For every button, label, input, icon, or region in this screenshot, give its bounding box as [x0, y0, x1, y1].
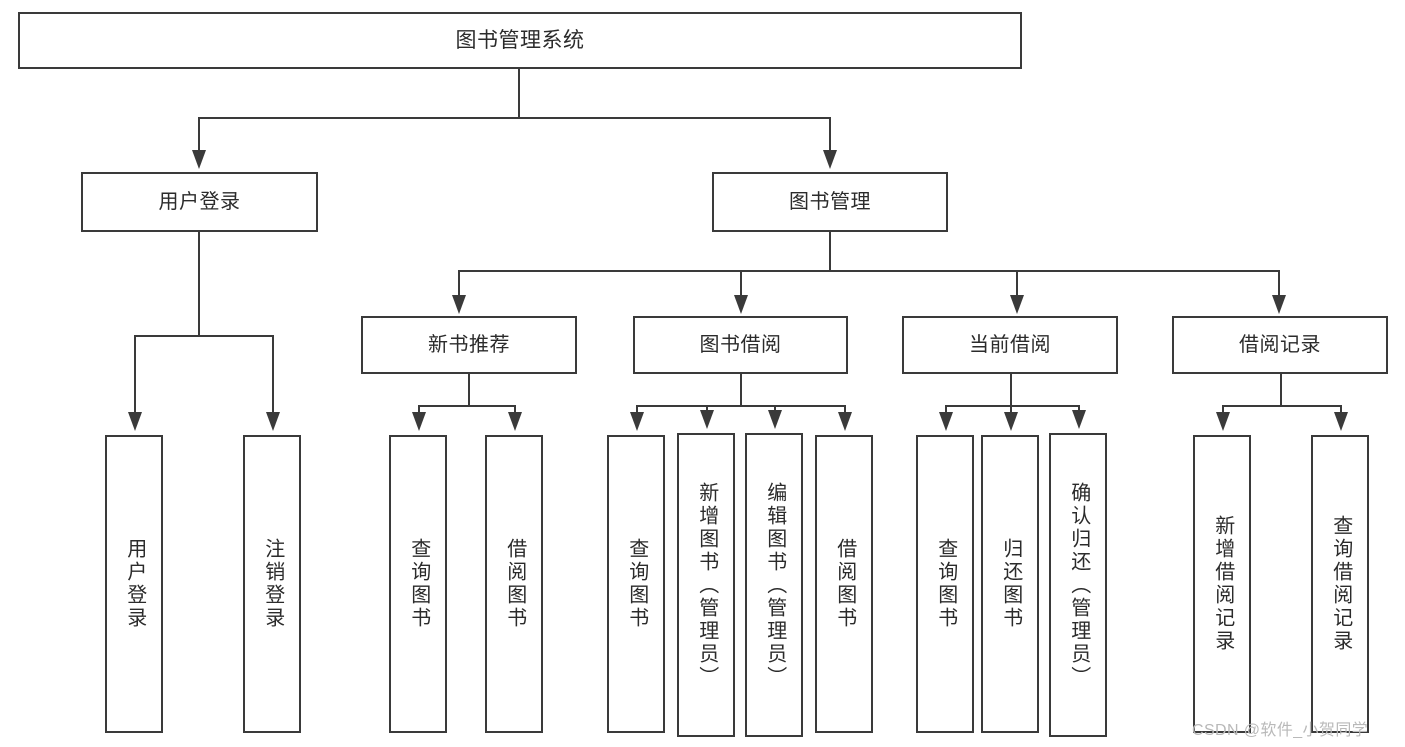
leaf-br-query-record[interactable]: 查询借阅记录 — [1311, 435, 1369, 733]
arrow-bb-leaf-1 — [630, 412, 644, 431]
arrow-bm-to-current-borrow — [1010, 295, 1024, 314]
connector-user-login-split-bar — [134, 335, 273, 338]
connector-book-management-stem — [829, 232, 832, 270]
node-label: 当前借阅 — [969, 333, 1051, 356]
node-book-management[interactable]: 图书管理 — [712, 172, 948, 232]
arrow-br-leaf-1 — [1216, 412, 1230, 431]
connector-root-split-bar — [198, 117, 830, 120]
connector-br-stem — [1280, 374, 1283, 405]
connector-user-login-stem — [198, 232, 201, 335]
node-label: 用户登录 — [123, 538, 146, 630]
node-borrow-record[interactable]: 借阅记录 — [1172, 316, 1388, 374]
connector-root-to-book-management — [829, 117, 832, 155]
connector-cb-split-bar — [945, 405, 1080, 408]
leaf-bb-borrow-book[interactable]: 借阅图书 — [815, 435, 873, 733]
leaf-cb-confirm-return-admin[interactable]: 确认归还（管理员） — [1049, 433, 1107, 737]
arrow-bb-leaf-2 — [700, 410, 714, 429]
node-label: 图书管理 — [789, 190, 871, 213]
node-label: 查询图书 — [407, 538, 430, 630]
connector-nbr-stem — [468, 374, 471, 405]
leaf-user-login-login[interactable]: 用户登录 — [105, 435, 163, 733]
node-label: 图书管理系统 — [455, 28, 585, 52]
arrow-root-to-user-login — [192, 150, 206, 169]
node-user-login[interactable]: 用户登录 — [81, 172, 318, 232]
node-label: 查询图书 — [934, 538, 957, 630]
node-label: 归还图书 — [999, 538, 1022, 630]
arrow-root-to-book-management — [823, 150, 837, 169]
leaf-bb-edit-book-admin[interactable]: 编辑图书（管理员） — [745, 433, 803, 737]
connector-user-login-branch-2 — [272, 335, 275, 417]
node-book-borrow[interactable]: 图书借阅 — [633, 316, 848, 374]
arrow-bb-leaf-3 — [768, 410, 782, 429]
arrow-bb-leaf-4 — [838, 412, 852, 431]
node-label: 查询借阅记录 — [1329, 515, 1352, 653]
connector-bb-split-bar — [636, 405, 844, 408]
node-label: 借阅图书 — [503, 538, 526, 630]
arrow-user-login-leaf-2 — [266, 412, 280, 431]
connector-bm-branch-1 — [458, 270, 461, 298]
connector-book-management-split-bar — [458, 270, 1280, 273]
arrow-cb-leaf-1 — [939, 412, 953, 431]
node-label: 编辑图书（管理员） — [763, 481, 786, 689]
node-label: 借阅图书 — [833, 538, 856, 630]
node-label: 确认归还（管理员） — [1067, 481, 1090, 689]
node-current-borrow[interactable]: 当前借阅 — [902, 316, 1118, 374]
leaf-nbr-borrow-book[interactable]: 借阅图书 — [485, 435, 543, 733]
arrow-user-login-leaf-1 — [128, 412, 142, 431]
leaf-cb-query-book[interactable]: 查询图书 — [916, 435, 974, 733]
connector-bm-branch-4 — [1278, 270, 1281, 298]
connector-br-split-bar — [1222, 405, 1340, 408]
node-label: 新书推荐 — [428, 333, 510, 356]
arrow-cb-leaf-2 — [1004, 412, 1018, 431]
leaf-nbr-query-book[interactable]: 查询图书 — [389, 435, 447, 733]
arrow-nbr-leaf-1 — [412, 412, 426, 431]
node-new-book-recommend[interactable]: 新书推荐 — [361, 316, 577, 374]
arrow-bm-to-book-borrow — [734, 295, 748, 314]
connector-bm-branch-2 — [740, 270, 743, 298]
arrow-cb-leaf-3 — [1072, 410, 1086, 429]
node-label: 借阅记录 — [1239, 333, 1321, 356]
connector-cb-stem — [1010, 374, 1013, 405]
arrow-bm-to-new-book-recommend — [452, 295, 466, 314]
node-label: 注销登录 — [261, 538, 284, 630]
connector-bm-branch-3 — [1016, 270, 1019, 298]
arrow-nbr-leaf-2 — [508, 412, 522, 431]
leaf-br-add-record[interactable]: 新增借阅记录 — [1193, 435, 1251, 733]
node-label: 新增借阅记录 — [1211, 515, 1234, 653]
leaf-user-login-logout[interactable]: 注销登录 — [243, 435, 301, 733]
connector-root-to-user-login — [198, 117, 201, 155]
leaf-cb-return-book[interactable]: 归还图书 — [981, 435, 1039, 733]
node-label: 图书借阅 — [699, 333, 782, 356]
connector-user-login-branch-1 — [134, 335, 137, 417]
arrow-br-leaf-2 — [1334, 412, 1348, 431]
node-root-book-management-system[interactable]: 图书管理系统 — [18, 12, 1022, 69]
leaf-bb-add-book-admin[interactable]: 新增图书（管理员） — [677, 433, 735, 737]
connector-nbr-split-bar — [418, 405, 514, 408]
node-label: 用户登录 — [158, 190, 241, 213]
connector-root-stem — [518, 69, 521, 117]
node-label: 新增图书（管理员） — [695, 481, 718, 689]
arrow-bm-to-borrow-record — [1272, 295, 1286, 314]
leaf-bb-query-book[interactable]: 查询图书 — [607, 435, 665, 733]
connector-bb-stem — [740, 374, 743, 405]
node-label: 查询图书 — [625, 538, 648, 630]
